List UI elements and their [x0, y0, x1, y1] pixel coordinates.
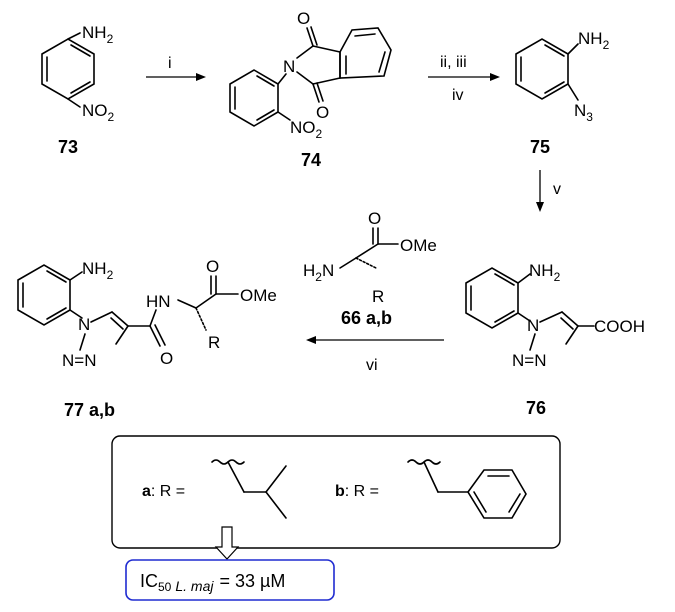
compound-73-label: 73	[58, 137, 78, 157]
r-group-box: a: R = b: R =	[111, 435, 561, 549]
r-group-b-caption: b: R =	[335, 483, 379, 500]
triazole-n1: N	[527, 316, 539, 335]
triazole-n1: N	[78, 315, 90, 334]
carboxylic-acid: COOH	[594, 317, 645, 336]
compound-73: NH2 NO2 73	[41, 23, 115, 157]
arrow-step-i: i	[146, 55, 206, 81]
triazole-n2-n3: N=N	[512, 351, 546, 370]
arrow-step-ii-iv: ii, iii iv	[428, 54, 500, 104]
compound-74: NO2 N O O 74	[229, 9, 392, 170]
nitro-group: NO2	[290, 118, 323, 141]
nitro-group: NO2	[82, 101, 115, 124]
reagent-vi: vi	[366, 357, 378, 374]
triazole-n2-n3: N=N	[62, 351, 96, 370]
reagent-iv: iv	[452, 87, 464, 104]
carbonyl-oxygen: O	[160, 349, 173, 368]
compound-77-label: 77 a,b	[64, 400, 115, 420]
carbonyl-oxygen: O	[316, 103, 329, 122]
imide-nitrogen: N	[283, 57, 295, 76]
r-group: R	[372, 287, 384, 306]
compound-75-label: 75	[530, 137, 550, 157]
amino-group: NH2	[82, 23, 114, 46]
r-group: R	[208, 333, 220, 352]
arrow-step-v: v	[536, 170, 561, 212]
compound-75: NH2 N3 75	[515, 29, 610, 157]
compound-77: NH2 N N=N O HN R O OMe 77 a,b	[17, 257, 277, 420]
hollow-arrow	[214, 526, 240, 560]
azide-group: N3	[574, 101, 593, 124]
r-group-a-caption: a: R =	[142, 483, 185, 500]
carbonyl-oxygen: O	[368, 209, 381, 228]
carbonyl-oxygen: O	[206, 257, 219, 276]
amino-group: NH2	[529, 261, 561, 284]
methoxy-group: OMe	[400, 236, 437, 255]
amino-group: NH2	[578, 29, 610, 52]
compound-76-label: 76	[526, 398, 546, 418]
methoxy-group: OMe	[240, 286, 277, 305]
compound-76: NH2 N N=N COOH 76	[465, 261, 645, 418]
compound-66: H2N O OMe R 66 a,b	[303, 209, 437, 328]
compound-66-label: 66 a,b	[341, 308, 392, 328]
reagent-v: v	[553, 181, 561, 198]
reagents-ii-iii: ii, iii	[440, 54, 467, 71]
amide-nh: HN	[146, 292, 171, 311]
carbonyl-oxygen: O	[297, 9, 310, 28]
arrow-step-vi: vi	[306, 336, 444, 374]
amino-group: NH2	[82, 259, 114, 282]
amino-group: H2N	[303, 261, 334, 284]
compound-74-label: 74	[301, 150, 321, 170]
reagent-i: i	[168, 55, 172, 72]
